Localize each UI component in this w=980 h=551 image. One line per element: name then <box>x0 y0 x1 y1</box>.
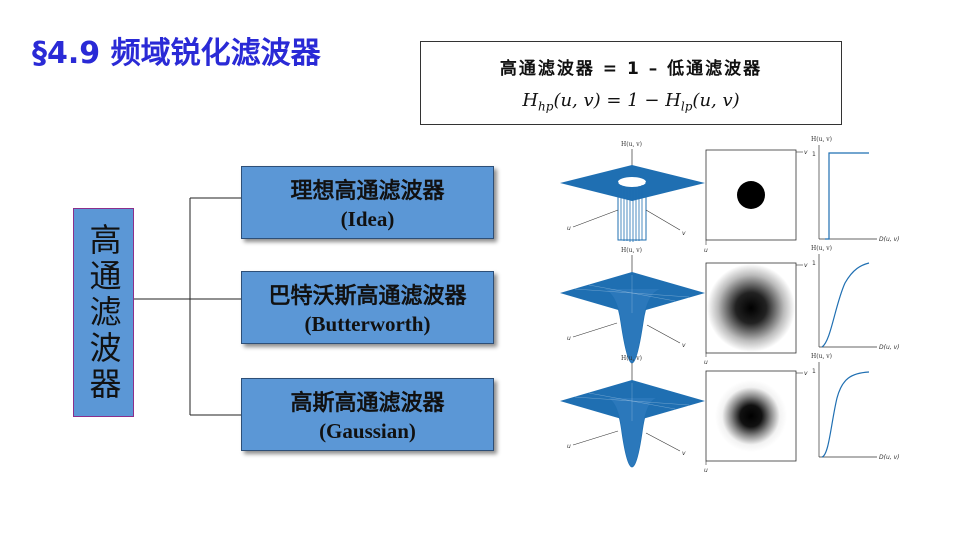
filter-box-butterworth: 巴特沃斯高通滤波器 (Butterworth) <box>241 271 494 344</box>
svg-text:D(u, v): D(u, v) <box>879 344 899 351</box>
svg-text:v: v <box>804 262 808 269</box>
surface-plot-butterworth: H(u, v) u v <box>560 247 705 364</box>
root-box-highpass-filter: 高通滤波器 <box>73 208 134 417</box>
filter-name-en: (Butterworth) <box>304 312 431 336</box>
filter-name-cn: 高斯高通滤波器 <box>290 391 445 416</box>
v-label: v <box>682 230 686 237</box>
image-gaussian: v u <box>704 370 808 474</box>
formula-text: 高通滤波器 = 1 – 低通滤波器 <box>499 59 763 79</box>
formula-box: 高通滤波器 = 1 – 低通滤波器 Hhp(u, v) = 1 − Hlp(u,… <box>420 41 842 125</box>
svg-text:u: u <box>567 443 571 450</box>
svg-text:u: u <box>704 467 708 474</box>
u-label: u <box>567 225 571 232</box>
profile-plot-ideal: H(u, v) 1 D(u, v) <box>811 136 899 243</box>
row-butterworth: H(u, v) u v v u H(u, v) 1 <box>560 245 899 366</box>
surface-axis-label: H(u, v) <box>621 141 642 148</box>
svg-text:u: u <box>704 247 708 254</box>
svg-text:H(u, v): H(u, v) <box>621 247 642 254</box>
filter-name-cn: 巴特沃斯高通滤波器 <box>268 284 467 309</box>
svg-text:H(u, v): H(u, v) <box>621 355 642 362</box>
svg-text:v: v <box>804 149 808 156</box>
plot-tick: 1 <box>812 151 816 158</box>
filter-name-en: (Idea) <box>340 207 395 231</box>
profile-plot-gaussian: H(u, v) 1 D(u, v) <box>811 353 899 461</box>
plot-y-label: H(u, v) <box>811 136 832 143</box>
formula-math: Hhp(u, v) = 1 − Hlp(u, v) <box>522 90 740 114</box>
filter-name-cn: 理想高通滤波器 <box>290 179 445 204</box>
filter-figures: H(u, v) u v v u H(u, <box>560 136 899 474</box>
svg-text:D(u, v): D(u, v) <box>879 454 899 461</box>
plot-x-label: D(u, v) <box>879 236 899 243</box>
page-title: §4.9 频域锐化滤波器 <box>32 36 321 71</box>
profile-plot-butterworth: H(u, v) 1 D(u, v) <box>811 245 899 351</box>
svg-text:1: 1 <box>812 368 816 375</box>
row-gaussian: H(u, v) u v v u H(u, v) 1 <box>560 353 899 474</box>
svg-text:u: u <box>567 335 571 342</box>
svg-text:v: v <box>682 342 686 349</box>
filter-box-gaussian: 高斯高通滤波器 (Gaussian) <box>241 378 494 451</box>
svg-text:v: v <box>682 450 686 457</box>
surface-plot-gaussian: H(u, v) u v <box>560 355 705 468</box>
svg-text:H(u, v): H(u, v) <box>811 353 832 360</box>
svg-text:1: 1 <box>812 260 816 267</box>
surface-plot-ideal: H(u, v) u v <box>560 141 705 242</box>
root-label: 高通滤波器 <box>84 222 123 403</box>
image-ideal: v u <box>704 149 808 254</box>
image-butterworth: v u <box>704 262 808 366</box>
svg-text:u: u <box>704 359 708 366</box>
filter-name-en: (Gaussian) <box>319 419 416 443</box>
svg-text:H(u, v): H(u, v) <box>811 245 832 252</box>
svg-text:v: v <box>804 370 808 377</box>
filter-box-ideal: 理想高通滤波器 (Idea) <box>241 166 494 239</box>
row-ideal: H(u, v) u v v u H(u, <box>560 136 899 254</box>
